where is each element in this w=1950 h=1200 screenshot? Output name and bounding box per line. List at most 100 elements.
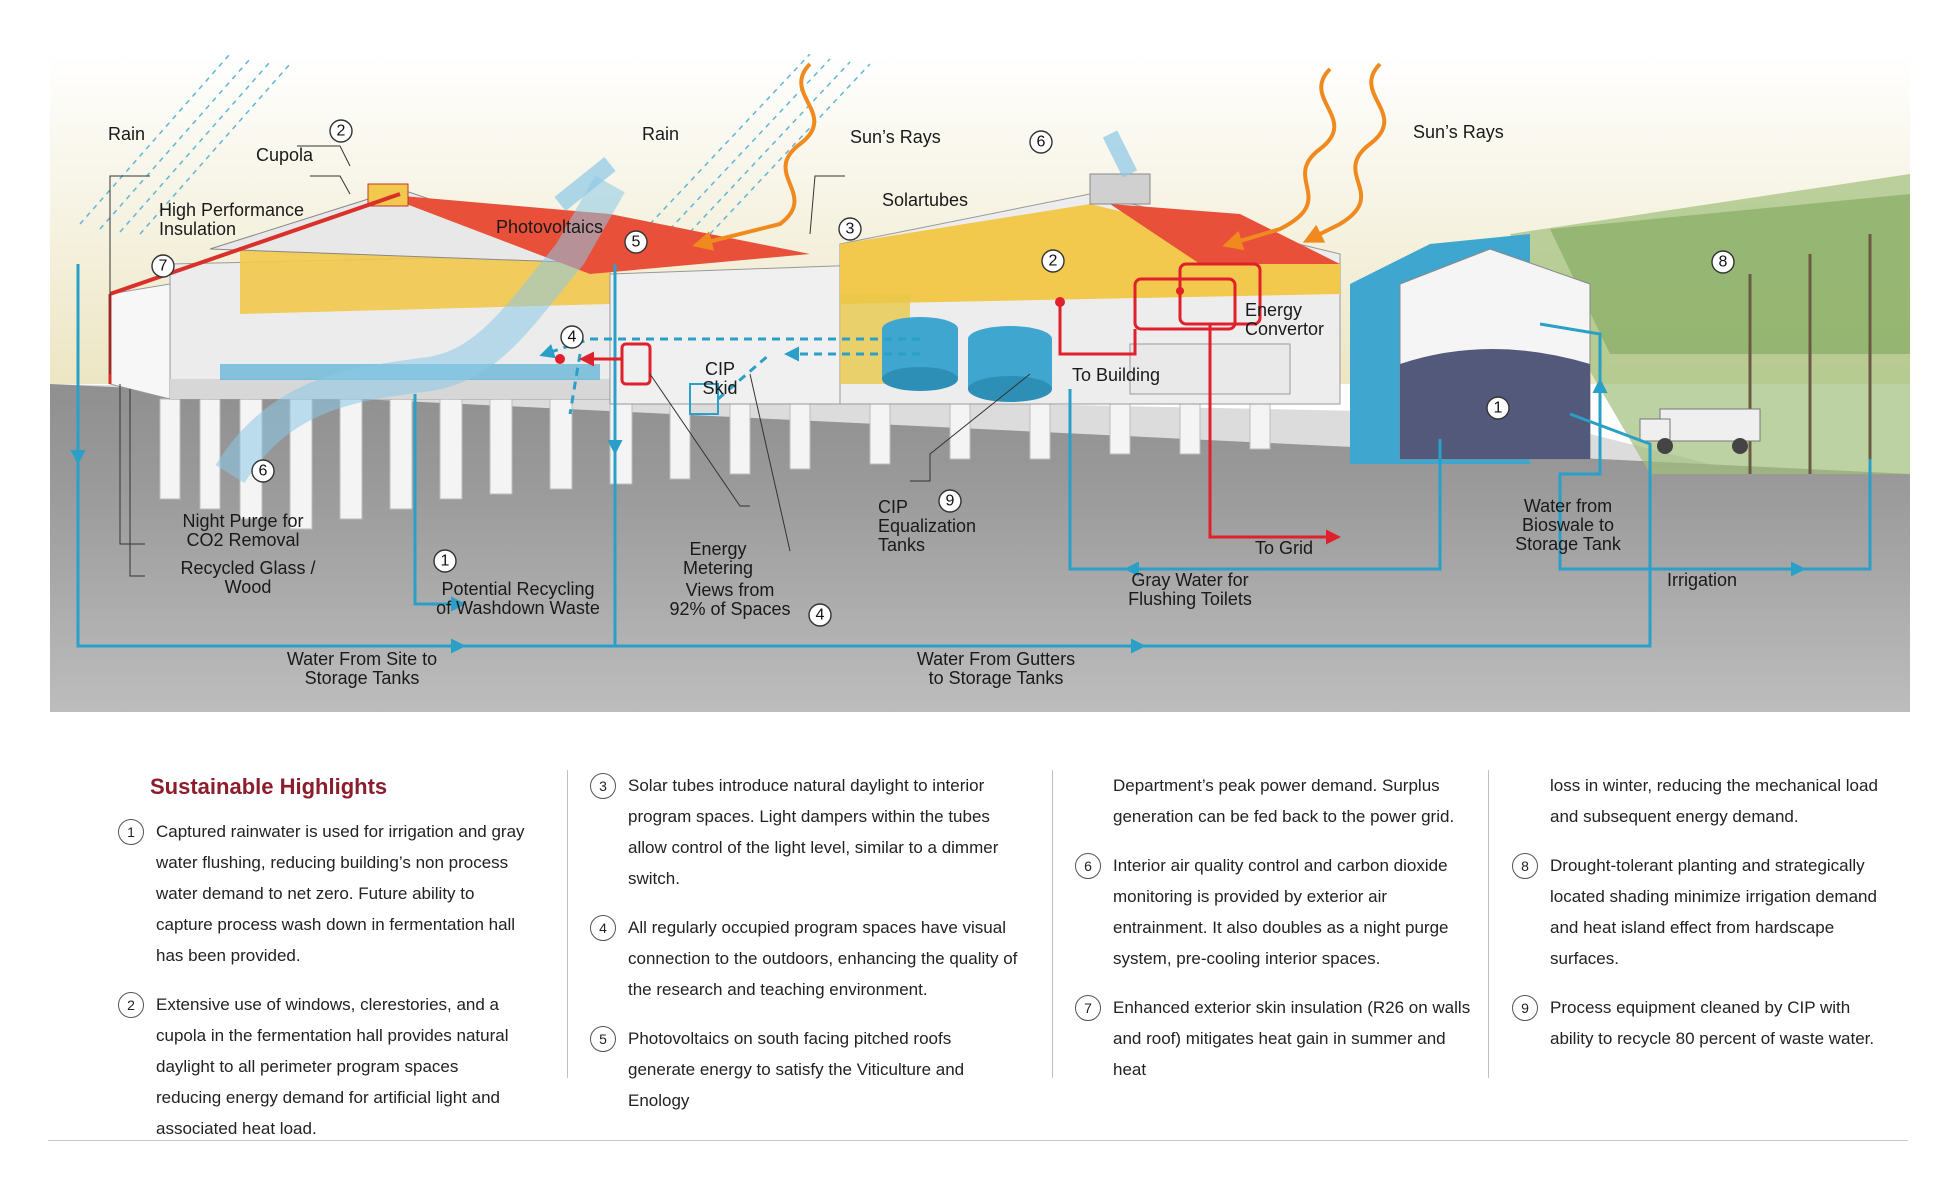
potential-recycling-label-2: of Washdown Waste	[436, 598, 600, 618]
gray-water-label-2: Flushing Toilets	[1128, 589, 1252, 609]
energy-metering-label-2: Metering	[683, 558, 753, 578]
highlight-item-6: 6 Interior air quality control and carbo…	[1075, 850, 1475, 974]
svg-text:2: 2	[337, 123, 346, 140]
sun-rays	[692, 62, 1387, 251]
svg-text:6: 6	[1037, 134, 1046, 151]
highlight-text: Photovoltaics on south facing pitched ro…	[628, 1029, 965, 1110]
leader-lines	[109, 145, 1031, 577]
highlights-column-2: 3 Solar tubes introduce natural daylight…	[590, 770, 1020, 1134]
column-divider	[1488, 770, 1489, 1078]
svg-text:5: 5	[632, 234, 641, 251]
highlight-text: Interior air quality control and carbon …	[1113, 856, 1449, 968]
svg-text:2: 2	[1049, 253, 1058, 270]
to-building-label: To Building	[1072, 365, 1160, 385]
highlight-item-1: 1 Captured rainwater is used for irrigat…	[118, 816, 528, 971]
column-divider	[567, 770, 568, 1078]
energy-lines	[555, 262, 1341, 545]
views-label-2: 92% of Spaces	[669, 599, 790, 619]
column-divider	[1052, 770, 1053, 1078]
bubble-6-lab: 6	[1029, 130, 1053, 154]
rain-left-label: Rain	[108, 124, 145, 144]
bubble-9: 9	[938, 489, 962, 513]
svg-text:1: 1	[1494, 400, 1503, 417]
highlight-item-4: 4 All regularly occupied program spaces …	[590, 912, 1020, 1005]
highlight-number: 4	[590, 915, 616, 941]
highlight-text: Extensive use of windows, clerestories, …	[156, 995, 509, 1138]
highlight-text: Enhanced exterior skin insulation (R26 o…	[1113, 998, 1471, 1079]
highlight-item-9: 9 Process equipment cleaned by CIP with …	[1512, 992, 1882, 1054]
highlights-title: Sustainable Highlights	[150, 774, 388, 799]
highlight-number: 8	[1512, 853, 1538, 879]
cip-skid-label-1: CIP	[705, 359, 735, 379]
svg-text:9: 9	[946, 493, 955, 510]
cip-tanks	[882, 317, 1052, 402]
highlights-column-3: Department’s peak power demand. Surplus …	[1075, 770, 1475, 1103]
bubble-1-tank: 1	[1486, 396, 1510, 420]
insulation-label-2: Insulation	[159, 219, 236, 239]
highlights-column-1: 1 Captured rainwater is used for irrigat…	[118, 816, 528, 1162]
rain-left	[79, 54, 291, 235]
bubble-4-views: 4	[808, 603, 832, 627]
highlight-number: 7	[1075, 995, 1101, 1021]
svg-text:8: 8	[1719, 254, 1728, 271]
energy-convertor-label-2: Convertor	[1245, 319, 1324, 339]
recycled-label-1: Recycled Glass /	[180, 558, 315, 578]
highlight-text: All regularly occupied program spaces ha…	[628, 918, 1018, 999]
cupola-exhaust-arrow	[554, 156, 616, 212]
cip-eq-label-1: CIP	[878, 497, 908, 517]
bioswale-label-3: Storage Tank	[1515, 534, 1622, 554]
highlight-text: Process equipment cleaned by CIP with ab…	[1550, 998, 1875, 1048]
water-lines	[70, 264, 1872, 654]
svg-text:6: 6	[259, 463, 268, 480]
energy-metering-label-1: Energy	[689, 539, 746, 559]
highlight-text: Solar tubes introduce natural daylight t…	[628, 776, 999, 888]
energy-convertor-label-1: Energy	[1245, 300, 1302, 320]
suns-rays-label-2: Sun’s Rays	[1413, 122, 1504, 142]
svg-text:4: 4	[568, 329, 577, 346]
sustainable-highlights: Sustainable Highlights 1 Captured rainwa…	[0, 760, 1950, 1138]
bubble-4-interior: 4	[560, 325, 584, 349]
to-grid-label: To Grid	[1255, 538, 1313, 558]
bioswale-label-2: Bioswale to	[1522, 515, 1614, 535]
bubble-6-purge: 6	[251, 459, 275, 483]
svg-text:7: 7	[159, 258, 168, 275]
irrigation-label: Irrigation	[1667, 570, 1737, 590]
footer-rule	[48, 1140, 1908, 1141]
night-purge-airflow	[215, 175, 625, 484]
recycled-label-2: Wood	[225, 577, 272, 597]
gutter-water-label-2: to Storage Tanks	[929, 668, 1064, 688]
bubble-2-cupola: 2	[329, 119, 353, 143]
gutter-water-label-1: Water From Gutters	[917, 649, 1075, 669]
bubble-1-recycle: 1	[433, 549, 457, 573]
tree-row	[1510, 174, 1910, 474]
highlight-item-5-continued: Department’s peak power demand. Surplus …	[1113, 776, 1455, 826]
svg-text:3: 3	[846, 221, 855, 238]
highlight-number: 9	[1512, 995, 1538, 1021]
bubble-2-lab: 2	[1041, 249, 1065, 273]
cip-eq-label-3: Tanks	[878, 535, 925, 555]
highlight-item-3: 3 Solar tubes introduce natural daylight…	[590, 770, 1020, 894]
highlight-text: Captured rainwater is used for irrigatio…	[156, 822, 525, 965]
site-water-label-1: Water From Site to	[287, 649, 437, 669]
site-water-label-2: Storage Tanks	[305, 668, 420, 688]
highlights-column-4: loss in winter, reducing the mechanical …	[1512, 770, 1882, 1072]
views-label-1: Views from	[686, 580, 775, 600]
bubble-5: 5	[624, 230, 648, 254]
highlight-item-8: 8 Drought-tolerant planting and strategi…	[1512, 850, 1882, 974]
bubble-7: 7	[151, 254, 175, 278]
photovoltaics-label: Photovoltaics	[496, 217, 603, 237]
bioswale-label-1: Water from	[1524, 496, 1612, 516]
gray-water-label-1: Gray Water for	[1131, 570, 1248, 590]
truck	[1639, 408, 1761, 454]
highlight-item-5: 5 Photovoltaics on south facing pitched …	[590, 1023, 1020, 1116]
potential-recycling-label-1: Potential Recycling	[441, 579, 594, 599]
highlight-number: 5	[590, 1026, 616, 1052]
suns-rays-label-1: Sun’s Rays	[850, 127, 941, 147]
highlight-number: 2	[118, 992, 144, 1018]
night-purge-label-2: CO2 Removal	[186, 530, 299, 550]
cip-skid-label-2: Skid	[702, 378, 737, 398]
sustainability-diagram: 2 7 5 3 2 6 8 4 1 6 9 1 4 Rain Rain Sun’…	[50, 54, 1910, 712]
highlight-number: 6	[1075, 853, 1101, 879]
cip-eq-label-2: Equalization	[878, 516, 976, 536]
cupola-label: Cupola	[256, 145, 314, 165]
